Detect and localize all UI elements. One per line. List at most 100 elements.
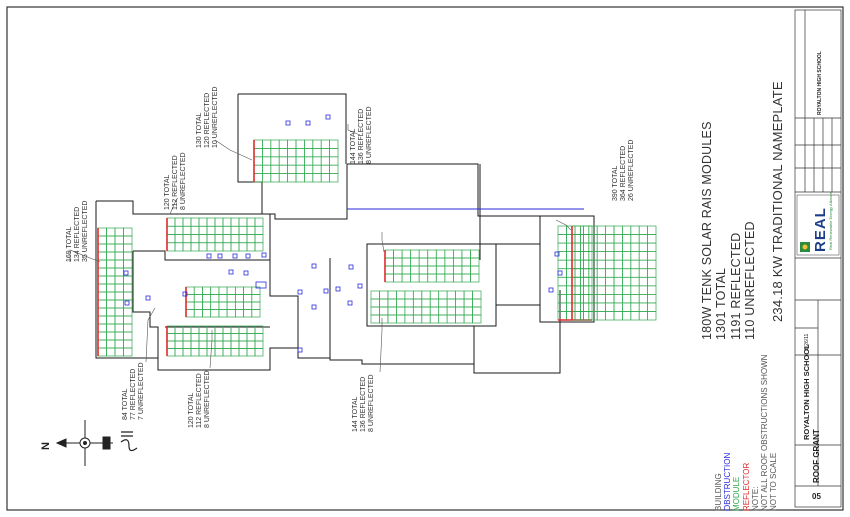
summary-total: 1301 TOTAL [714, 267, 729, 340]
solar-module [234, 294, 244, 303]
array-total: 144 TOTAL [352, 396, 359, 432]
module-grid [571, 225, 657, 321]
solar-module [230, 348, 240, 357]
solar-module [190, 225, 200, 235]
solar-module [123, 259, 133, 269]
solar-module [647, 285, 657, 295]
solar-module [472, 314, 482, 324]
solar-module [630, 234, 640, 244]
solar-module [472, 298, 482, 308]
solar-module [243, 309, 253, 318]
solar-module [226, 301, 236, 310]
solar-module [253, 148, 263, 158]
solar-module [630, 311, 640, 321]
solar-module [329, 139, 339, 149]
solar-module [106, 259, 116, 269]
solar-module [214, 348, 224, 357]
solar-module [206, 340, 216, 349]
solar-module [214, 217, 224, 227]
solar-module [596, 285, 606, 295]
solar-module [574, 242, 584, 252]
solar-module [278, 156, 288, 166]
solar-module [470, 257, 480, 267]
solar-module [106, 275, 116, 285]
solar-module [287, 148, 297, 158]
solar-module [106, 299, 116, 309]
array-reflected: 120 REFLECTED [204, 92, 212, 148]
solar-module [429, 314, 440, 324]
solar-module [393, 257, 403, 267]
solar-module [588, 251, 598, 261]
roof-obstruction [285, 120, 291, 126]
system-summary: 180W TENK SOLAR RAIS MODULES 1301 TOTAL … [700, 121, 758, 340]
solar-module [557, 285, 567, 295]
solar-module [304, 139, 314, 149]
solar-module [583, 311, 593, 321]
solar-module [613, 234, 623, 244]
summary-nameplate-text: 234.18 KW TRADITIONAL NAMEPLATE [770, 81, 785, 322]
solar-module [393, 265, 403, 275]
solar-module [588, 311, 598, 321]
roof-obstruction [228, 269, 234, 275]
solar-module [463, 306, 473, 316]
solar-module [106, 251, 116, 261]
solar-module [566, 294, 576, 304]
solar-module [174, 217, 184, 227]
solar-module [630, 242, 640, 252]
solar-module [230, 340, 240, 349]
solar-module [384, 273, 394, 283]
solar-module [238, 348, 248, 357]
array-total: 120 TOTAL [164, 174, 171, 210]
solar-module [605, 294, 615, 304]
legend-building: BUILDING [714, 473, 723, 511]
solar-module [222, 340, 232, 349]
roof-obstruction [335, 286, 341, 292]
solar-module [393, 273, 403, 283]
solar-module [329, 148, 339, 158]
solar-module [97, 291, 107, 301]
solar-module [421, 298, 431, 308]
array-total: 120 TOTAL [188, 392, 195, 428]
solar-module [580, 294, 590, 304]
solar-module [418, 273, 429, 283]
solar-module [566, 251, 576, 261]
array-unreflected: 26 UNREFLECTED [628, 139, 636, 201]
solar-module [647, 234, 657, 244]
solar-module [446, 306, 456, 316]
solar-module [472, 306, 482, 316]
solar-module [254, 340, 264, 349]
array-unreflected: 8 UNREFLECTED [204, 370, 212, 428]
solar-module [106, 227, 116, 237]
array-label-130: 130 TOTAL 120 REFLECTED 10 UNREFLECTED [196, 87, 220, 148]
roof-obstruction [261, 252, 267, 258]
solar-module [174, 333, 184, 342]
solar-module [470, 273, 480, 283]
solar-module [114, 259, 124, 269]
array-label-84: 84 TOTAL 77 REFLECTED 7 UNREFLECTED [122, 362, 146, 420]
solar-module [455, 306, 465, 316]
solar-module [123, 283, 133, 293]
solar-module [182, 217, 192, 227]
solar-module [320, 173, 330, 183]
solar-module [206, 242, 216, 252]
solar-module [182, 333, 192, 342]
sheet-title: ROOF GRANT [812, 429, 821, 483]
roof-obstruction [206, 253, 212, 259]
array-total: 84 TOTAL [122, 388, 129, 420]
solar-module [218, 286, 228, 295]
array-reflected: 136 REFLECTED [360, 376, 368, 432]
solar-module [106, 283, 116, 293]
solar-module [596, 294, 606, 304]
solar-module [210, 301, 220, 310]
solar-module [580, 251, 590, 261]
solar-module [185, 309, 195, 318]
solar-module [613, 294, 623, 304]
solar-module [185, 301, 195, 310]
solar-module [412, 306, 423, 316]
solar-module [404, 298, 414, 308]
solar-module [278, 173, 288, 183]
solar-module [638, 225, 648, 235]
solar-module [453, 273, 463, 283]
solar-module [630, 225, 640, 235]
solar-module [230, 217, 240, 227]
